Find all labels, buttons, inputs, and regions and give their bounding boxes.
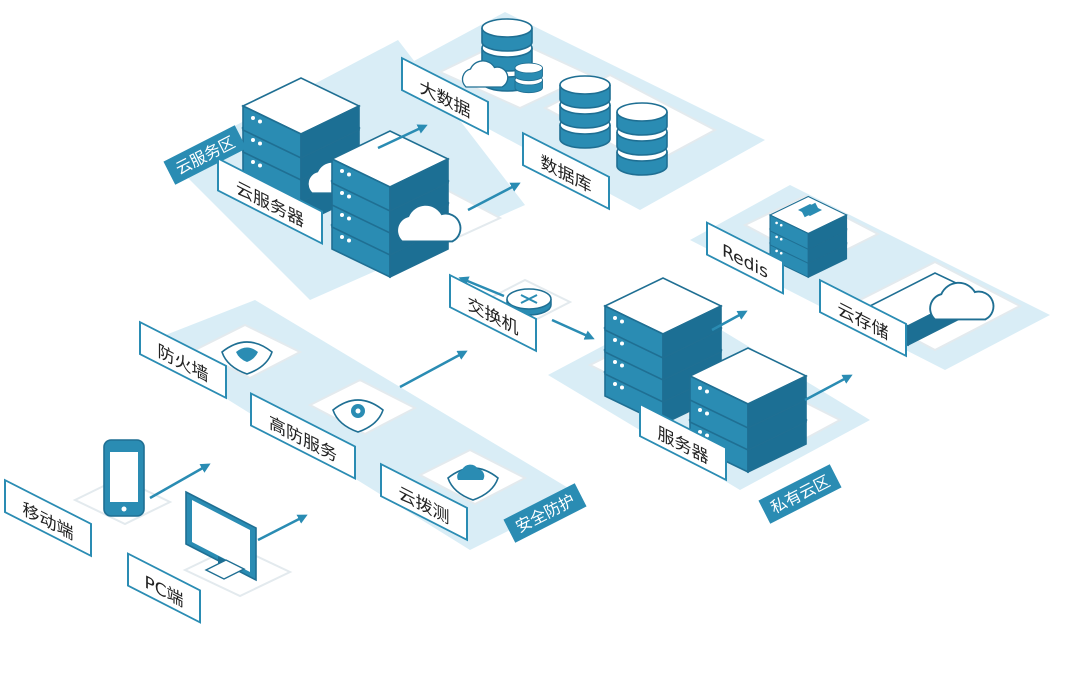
gear-shield-icon	[332, 399, 384, 433]
arrow-icon	[711, 310, 748, 332]
label-mobile: 移动端	[4, 478, 92, 558]
label-pc: PC端	[127, 552, 201, 624]
shield-icon	[221, 341, 273, 375]
arrow-icon	[257, 514, 308, 542]
arrow-icon	[399, 350, 468, 389]
platform-private-cloud-storage	[690, 185, 1050, 370]
medical-cross-icon	[798, 202, 822, 218]
arrow-icon	[377, 124, 428, 150]
arrow-icon	[467, 182, 521, 212]
monitor-icon	[185, 490, 257, 582]
redis-server-icon	[769, 195, 848, 278]
cloud-shield-icon	[447, 464, 499, 501]
switch-icon	[506, 288, 552, 316]
arrow-icon	[458, 276, 505, 298]
arrow-icon	[804, 374, 853, 402]
arrows	[149, 124, 853, 542]
arrow-icon	[149, 463, 211, 500]
arrow-icon	[551, 318, 595, 340]
phone-icon	[103, 439, 145, 517]
